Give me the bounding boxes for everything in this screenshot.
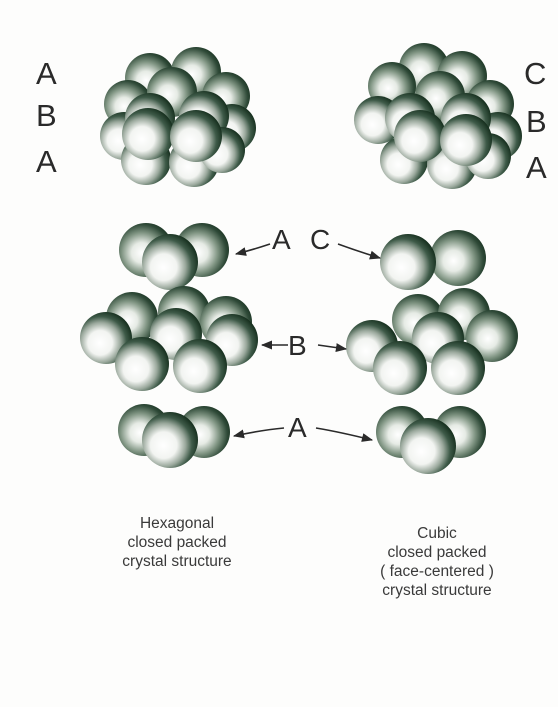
- layer-label-bottom: A: [288, 414, 307, 442]
- layer-label-top-right: C: [310, 226, 330, 254]
- right-stack-label-bottom: A: [526, 152, 547, 183]
- arrow-top-left: [236, 244, 270, 254]
- arrow-top-right: [338, 244, 380, 258]
- layer-label-middle: B: [288, 332, 307, 360]
- right-stack-label-top: C: [524, 58, 546, 89]
- left-stack-label-bottom: A: [36, 146, 57, 177]
- arrow-mid-right: [318, 345, 346, 349]
- cubic-caption-line-2: closed packed: [352, 543, 522, 562]
- cubic-caption-line-1: Cubic: [352, 524, 522, 543]
- left-stack-label-top: A: [36, 58, 57, 89]
- hexagonal-caption-line-1: Hexagonal: [92, 514, 262, 533]
- right-layer-c: [380, 230, 486, 290]
- left-layer-a-bottom: [118, 404, 230, 468]
- right-layer-b: [346, 288, 518, 395]
- layer-label-top-left: A: [272, 226, 291, 254]
- left-layer-b: [80, 286, 258, 393]
- cubic-cluster: [354, 43, 522, 189]
- left-stack-label-middle: B: [36, 100, 57, 131]
- hexagonal-cluster: [100, 47, 256, 187]
- hexagonal-caption-line-2: closed packed: [92, 533, 262, 552]
- arrow-bottom-right: [316, 428, 372, 440]
- cubic-caption-line-3: ( face-centered ): [352, 562, 522, 581]
- arrow-bottom-left: [234, 428, 284, 436]
- left-layer-a-top: [119, 223, 229, 290]
- cubic-caption: Cubic closed packed ( face-centered ) cr…: [352, 524, 522, 600]
- right-stack-label-middle: B: [526, 106, 547, 137]
- hexagonal-caption-line-3: crystal structure: [92, 552, 262, 571]
- cubic-caption-line-4: crystal structure: [352, 581, 522, 600]
- hexagonal-caption: Hexagonal closed packed crystal structur…: [92, 514, 262, 571]
- right-layer-a-bottom: [376, 406, 486, 474]
